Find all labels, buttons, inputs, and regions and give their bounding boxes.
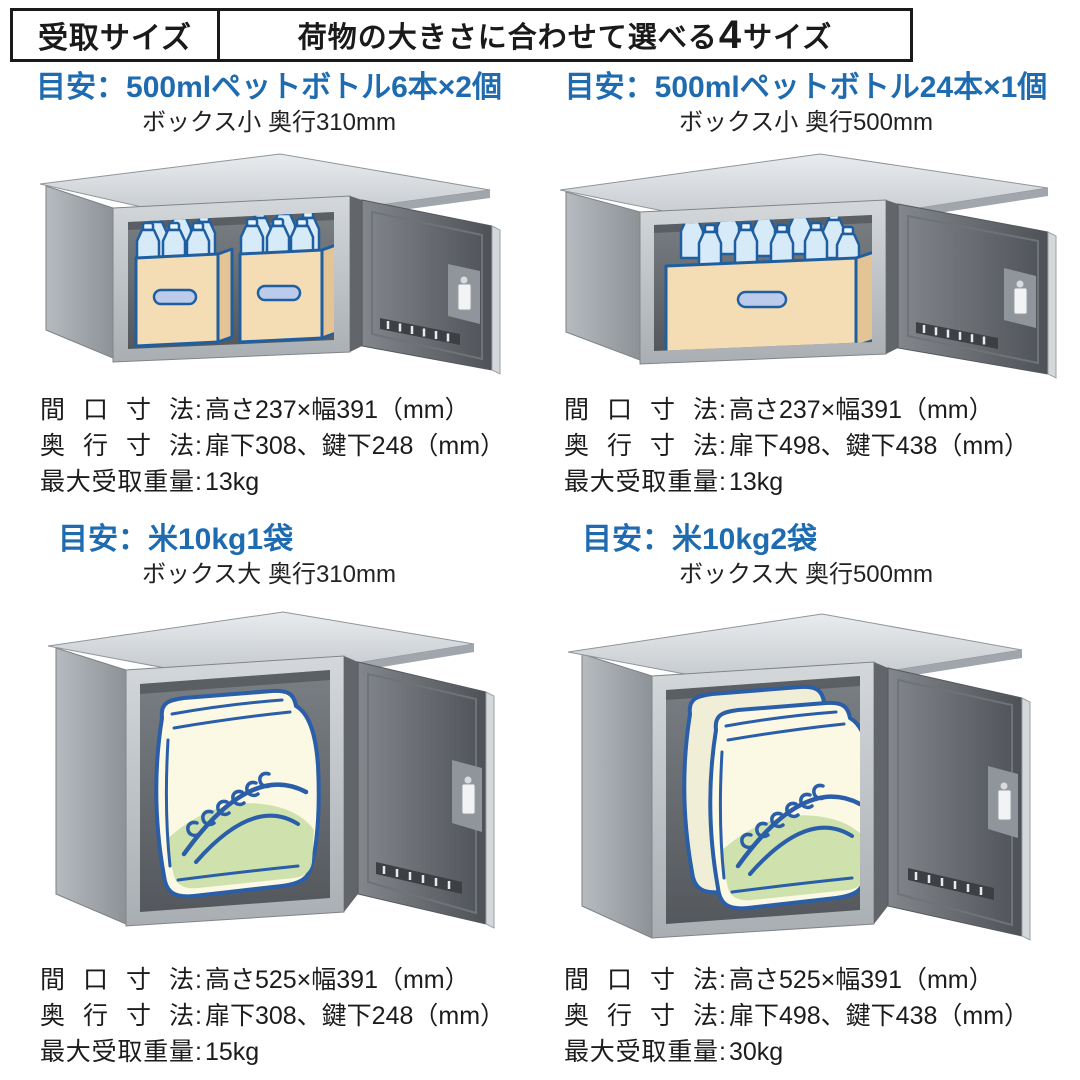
size-card-large-500: 目安：米10kg2袋 ボックス大 奥行500mm bbox=[552, 522, 1060, 1070]
spec-row-opening: 間 口 寸 法:高さ525×幅391（mm） bbox=[564, 962, 1060, 998]
spec-row-depth: 奥 行 寸 法:扉下308、鍵下248（mm） bbox=[40, 998, 510, 1034]
delivery-box-illustration bbox=[567, 613, 1031, 941]
box-left-side bbox=[565, 191, 641, 361]
spec-list: 間 口 寸 法:高さ525×幅391（mm） 奥 行 寸 法:扉下308、鍵下2… bbox=[28, 962, 510, 1070]
door-hinge bbox=[886, 200, 898, 354]
spec-value: 30kg bbox=[728, 1038, 784, 1066]
delivery-box-illustration bbox=[559, 153, 1057, 379]
spec-value: 高さ237×幅391（mm） bbox=[728, 396, 994, 424]
box-contents-rice-bag bbox=[154, 688, 321, 899]
spec-label: 間 口 寸 法 bbox=[40, 966, 194, 994]
spec-label: 間 口 寸 法 bbox=[40, 396, 194, 424]
header-title-pre: 荷物の大きさに合わせて選べる bbox=[297, 22, 718, 54]
spec-value: 高さ525×幅391（mm） bbox=[728, 966, 994, 994]
spec-row-depth: 奥 行 寸 法:扉下498、鍵下438（mm） bbox=[564, 428, 1060, 464]
box-left-side bbox=[55, 647, 127, 925]
spec-label: 間 口 寸 法 bbox=[564, 966, 718, 994]
card-title: 目安：500mlペットボトル6本×2個 bbox=[36, 71, 502, 104]
size-card-small-500: 目安：500mlペットボトル24本×1個 ボックス小 奥行500mm bbox=[552, 70, 1060, 500]
door-hinge bbox=[874, 662, 888, 924]
spec-row-max-weight: 最大受取重量:13kg bbox=[40, 464, 510, 500]
size-card-small-310: 目安：500mlペットボトル6本×2個 ボックス小 奥行310mm bbox=[28, 70, 510, 500]
spec-label: 奥 行 寸 法 bbox=[40, 1002, 194, 1030]
card-title: 目安：米10kg2袋 bbox=[582, 523, 818, 556]
spec-label: 最大受取重量 bbox=[40, 468, 194, 496]
spec-label: 最大受取重量 bbox=[564, 468, 718, 496]
spec-row-max-weight: 最大受取重量:13kg bbox=[564, 464, 1060, 500]
key-tag bbox=[1013, 287, 1028, 315]
spec-label: 奥 行 寸 法 bbox=[40, 432, 194, 460]
box-contents-rice-bags bbox=[682, 684, 860, 911]
door-hinge bbox=[350, 196, 362, 352]
card-subtitle: ボックス小 奥行500mm bbox=[679, 109, 933, 136]
box-contents-bottle-cartons bbox=[134, 212, 334, 348]
header-title-number: 4 bbox=[718, 13, 743, 57]
header-tag: 受取サイズ bbox=[13, 11, 220, 59]
spec-colon: : bbox=[195, 966, 202, 994]
spec-label: 最大受取重量 bbox=[564, 1038, 718, 1066]
size-card-large-310: 目安：米10kg1袋 ボックス大 奥行310mm bbox=[28, 522, 510, 1070]
spec-row-opening: 間 口 寸 法:高さ525×幅391（mm） bbox=[40, 962, 510, 998]
spec-colon: : bbox=[719, 1002, 726, 1030]
spec-value: 高さ525×幅391（mm） bbox=[204, 966, 470, 994]
spec-colon: : bbox=[195, 432, 202, 460]
spec-label: 奥 行 寸 法 bbox=[564, 1002, 718, 1030]
spec-colon: : bbox=[719, 1038, 726, 1066]
spec-row-max-weight: 最大受取重量:30kg bbox=[564, 1034, 1060, 1070]
delivery-box-illustration bbox=[47, 611, 495, 929]
card-title: 目安：米10kg1袋 bbox=[58, 523, 294, 556]
spec-colon: : bbox=[195, 1038, 202, 1066]
key-tag bbox=[457, 283, 472, 311]
spec-list: 間 口 寸 法:高さ237×幅391（mm） 奥 行 寸 法:扉下498、鍵下4… bbox=[552, 392, 1060, 500]
spec-colon: : bbox=[719, 432, 726, 460]
spec-value: 13kg bbox=[204, 468, 260, 496]
spec-row-opening: 間 口 寸 法:高さ237×幅391（mm） bbox=[564, 392, 1060, 428]
spec-list: 間 口 寸 法:高さ237×幅391（mm） 奥 行 寸 法:扉下308、鍵下2… bbox=[28, 392, 510, 500]
spec-list: 間 口 寸 法:高さ525×幅391（mm） 奥 行 寸 法:扉下498、鍵下4… bbox=[552, 962, 1060, 1070]
box-left-side bbox=[45, 185, 114, 359]
spec-colon: : bbox=[719, 966, 726, 994]
door-hinge bbox=[344, 656, 358, 912]
spec-colon: : bbox=[719, 396, 726, 424]
spec-colon: : bbox=[195, 468, 202, 496]
spec-label: 最大受取重量 bbox=[40, 1038, 194, 1066]
card-subtitle: ボックス大 奥行500mm bbox=[679, 561, 933, 588]
spec-value: 扉下308、鍵下248（mm） bbox=[204, 432, 506, 460]
spec-colon: : bbox=[719, 468, 726, 496]
spec-value: 扉下308、鍵下248（mm） bbox=[204, 1002, 506, 1030]
spec-colon: : bbox=[195, 1002, 202, 1030]
spec-label: 間 口 寸 法 bbox=[564, 396, 718, 424]
spec-row-max-weight: 最大受取重量:15kg bbox=[40, 1034, 510, 1070]
spec-value: 扉下498、鍵下438（mm） bbox=[728, 1002, 1030, 1030]
box-left-side bbox=[581, 653, 653, 939]
spec-value: 13kg bbox=[728, 468, 784, 496]
card-subtitle: ボックス小 奥行310mm bbox=[142, 109, 396, 136]
spec-colon: : bbox=[195, 396, 202, 424]
delivery-box-illustration bbox=[39, 153, 501, 375]
card-subtitle: ボックス大 奥行310mm bbox=[142, 561, 396, 588]
spec-value: 高さ237×幅391（mm） bbox=[204, 396, 470, 424]
spec-row-opening: 間 口 寸 法:高さ237×幅391（mm） bbox=[40, 392, 510, 428]
card-title: 目安：500mlペットボトル24本×1個 bbox=[564, 71, 1048, 104]
key-tag bbox=[461, 783, 476, 815]
spec-label: 奥 行 寸 法 bbox=[564, 432, 718, 460]
key-tag bbox=[997, 789, 1012, 821]
spec-value: 15kg bbox=[204, 1038, 260, 1066]
box-contents-bottle-carton bbox=[664, 215, 872, 351]
spec-row-depth: 奥 行 寸 法:扉下498、鍵下438（mm） bbox=[564, 998, 1060, 1034]
spec-value: 扉下498、鍵下438（mm） bbox=[728, 432, 1030, 460]
header-title-post: サイズ bbox=[743, 22, 833, 54]
spec-row-depth: 奥 行 寸 法:扉下308、鍵下248（mm） bbox=[40, 428, 510, 464]
